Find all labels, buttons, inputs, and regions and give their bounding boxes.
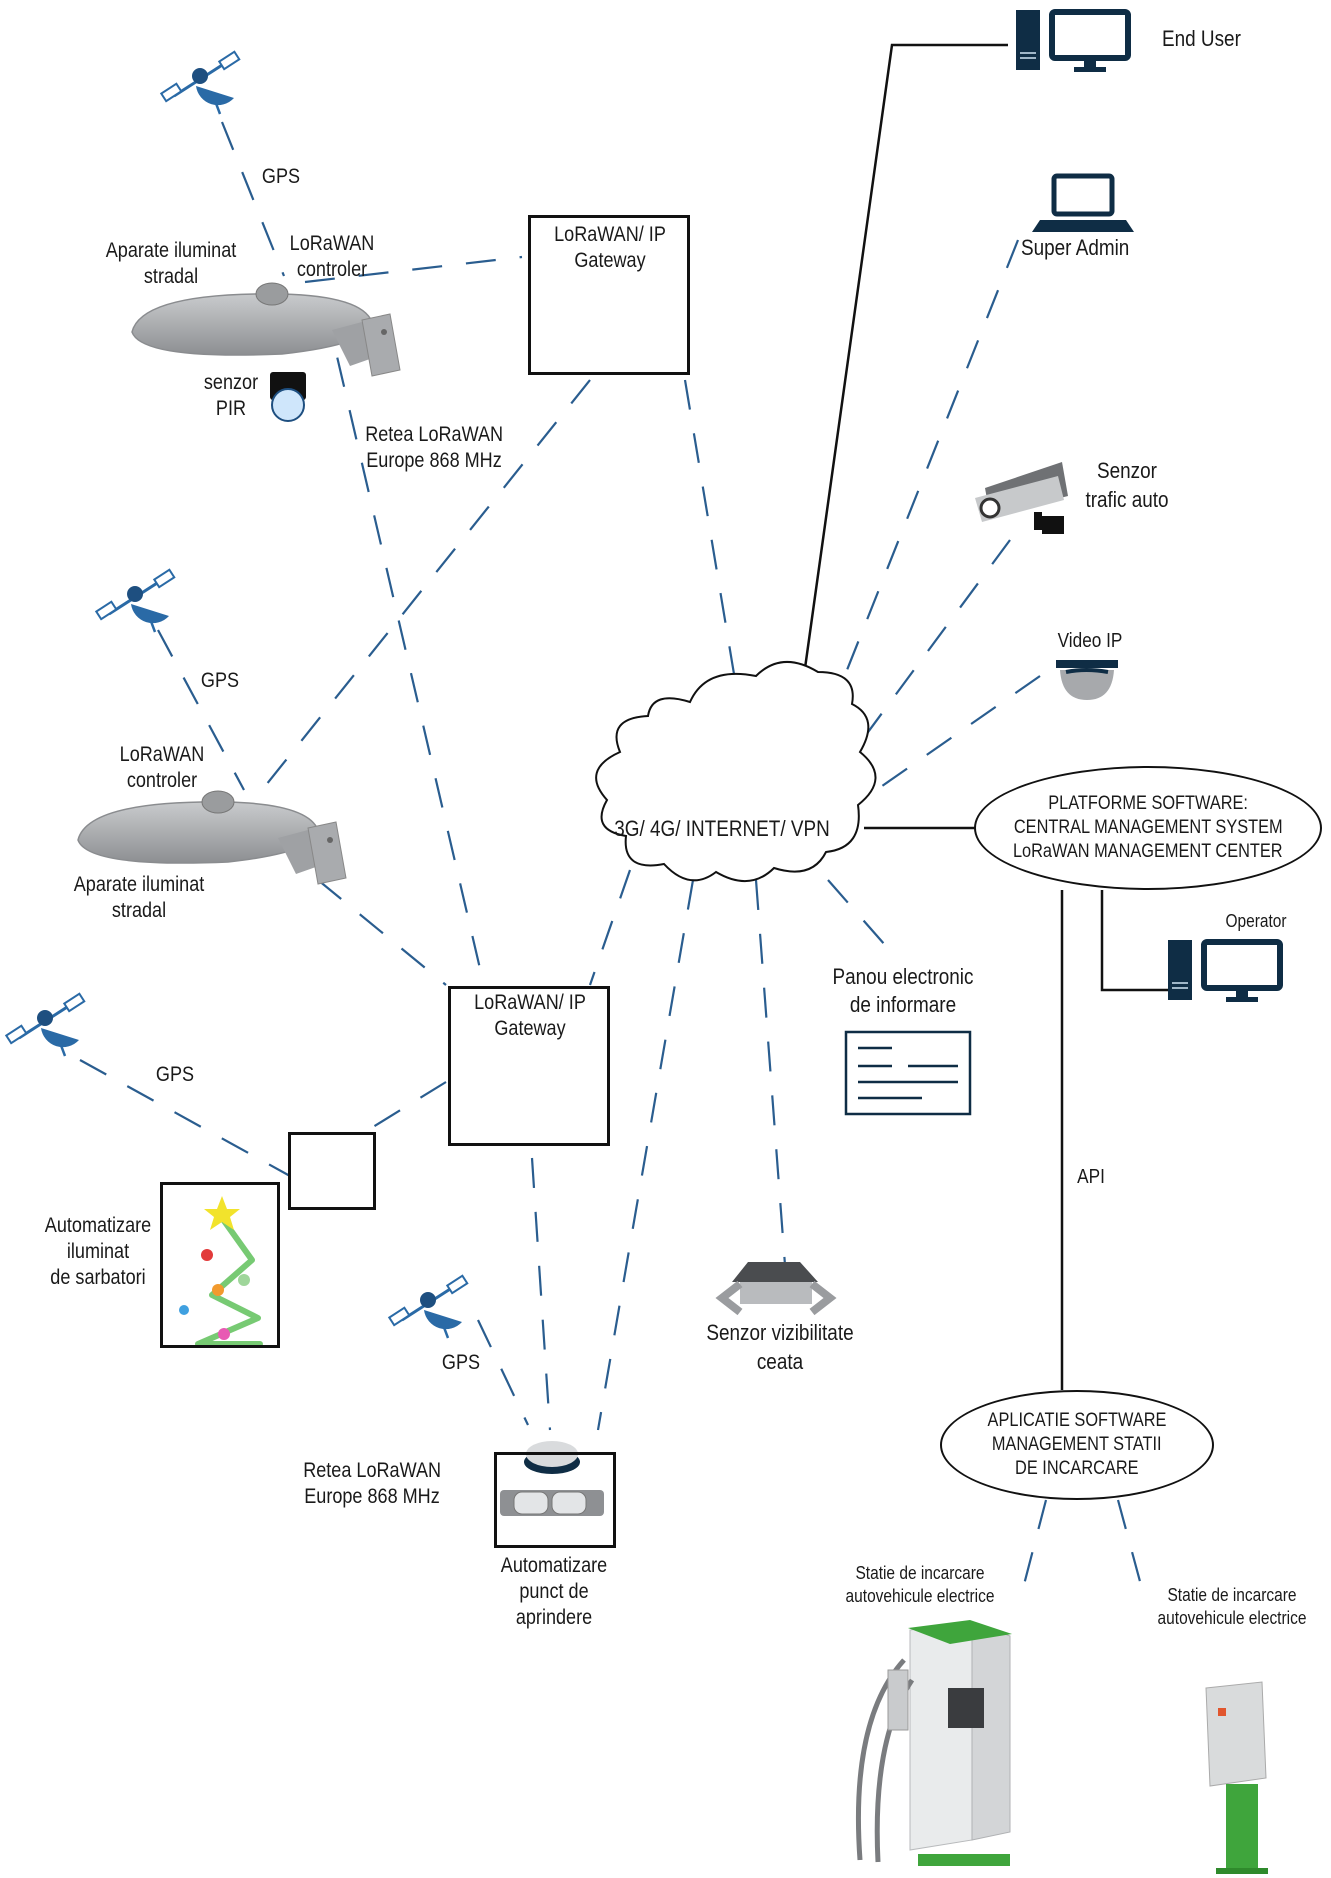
- gateway-bottom-box: [448, 986, 610, 1146]
- platform-line-1: PLATFORME SOFTWARE:: [1048, 793, 1248, 814]
- street-light-2-label-2: stradal: [111, 899, 167, 922]
- street-lamp-icon: [77, 790, 347, 885]
- gateway-top-label-1: LoRaWAN/ IP: [554, 223, 666, 246]
- station-1-label-2: autovehicule electrice: [845, 1586, 995, 1606]
- satellite-icon: [387, 1274, 469, 1340]
- gateway-top-label-2: Gateway: [574, 249, 646, 272]
- operator-label: Operator: [1225, 911, 1287, 931]
- satellite-icon: [94, 568, 176, 634]
- fog-sensor-label-2: ceata: [756, 1349, 804, 1374]
- end-user-computer-icon: [1016, 10, 1128, 72]
- street-light-2-label-1: Aparate iluminat: [73, 873, 205, 896]
- ignition-box: [494, 1452, 616, 1548]
- info-panel-icon: [844, 1030, 972, 1116]
- station-2-label-2: autovehicule electrice: [1157, 1608, 1307, 1628]
- ignition-label-3: aprindere: [515, 1606, 593, 1629]
- operator-computer-icon: [1168, 940, 1280, 1002]
- gateway-top-box: [528, 215, 690, 375]
- solid-links: [786, 43, 1168, 1390]
- controller-1-label-1: LoRaWAN: [289, 232, 375, 255]
- end-user-label: End User: [1162, 26, 1241, 51]
- gps-label-2: GPS: [200, 669, 240, 692]
- satellite-icon: [159, 50, 241, 116]
- gateway-bottom-label-2: Gateway: [494, 1017, 566, 1040]
- fog-sensor-icon: [715, 1262, 837, 1316]
- ignition-label-2: punct de: [519, 1580, 589, 1603]
- info-panel-label-2: de informare: [849, 992, 957, 1017]
- platform-line-3: LoRaWAN MANAGEMENT CENTER: [1013, 841, 1283, 862]
- network-1-label-2: Europe 868 MHz: [366, 449, 502, 472]
- info-panel-label-1: Panou electronic: [832, 964, 974, 989]
- laptop-icon: [1032, 173, 1134, 232]
- controller-1-label-2: controler: [296, 258, 368, 281]
- charging-app-line-2: MANAGEMENT STATII: [992, 1434, 1162, 1455]
- charging-app-line-3: DE INCARCARE: [1015, 1458, 1139, 1479]
- street-light-1-label-1: Aparate iluminat: [105, 239, 237, 262]
- holiday-label-1: Automatizare: [44, 1214, 152, 1237]
- gps-label-3: GPS: [155, 1063, 195, 1086]
- api-label: API: [1077, 1166, 1105, 1188]
- ignition-controller-icon: [500, 1441, 604, 1516]
- cloud-shape: [595, 660, 877, 883]
- holiday-tree-box: [160, 1182, 280, 1348]
- traffic-camera-icon: [975, 462, 1068, 534]
- charging-station-icon: [1205, 1681, 1268, 1874]
- pir-sensor-icon: [270, 372, 306, 422]
- station-1-label-1: Statie de incarcare: [855, 1563, 985, 1583]
- station-2-label-1: Statie de incarcare: [1167, 1585, 1297, 1605]
- gateway-bottom-label-1: LoRaWAN/ IP: [474, 991, 586, 1014]
- pir-label-2: PIR: [215, 397, 247, 420]
- traffic-sensor-label-2: trafic auto: [1085, 487, 1169, 512]
- gps-label-1: GPS: [261, 165, 301, 188]
- cloud-label: 3G/ 4G/ INTERNET/ VPN: [614, 816, 830, 841]
- platform-ellipse: PLATFORME SOFTWARE: CENTRAL MANAGEMENT S…: [974, 766, 1322, 890]
- super-admin-label: Super Admin: [1021, 235, 1130, 260]
- dome-camera-icon: [1056, 660, 1118, 700]
- holiday-label-2: iluminat: [66, 1240, 130, 1263]
- controller-2-label-1: LoRaWAN: [119, 743, 205, 766]
- traffic-sensor-label-1: Senzor: [1097, 458, 1157, 483]
- charging-app-ellipse: APLICATIE SOFTWARE MANAGEMENT STATII DE …: [940, 1390, 1214, 1500]
- gps-label-4: GPS: [441, 1351, 481, 1374]
- ignition-label-1: Automatizare: [500, 1554, 608, 1577]
- charging-app-line-1: APLICATIE SOFTWARE: [987, 1410, 1167, 1431]
- satellite-icon: [4, 992, 86, 1058]
- christmas-tree-icon: [179, 1196, 263, 1347]
- pir-label-1: senzor: [203, 371, 259, 394]
- street-light-1-label-2: stradal: [143, 265, 199, 288]
- platform-line-2: CENTRAL MANAGEMENT SYSTEM: [1013, 817, 1283, 838]
- street-lamp-icon: [131, 282, 401, 377]
- holiday-label-3: de sarbatori: [50, 1266, 146, 1289]
- fog-sensor-label-1: Senzor vizibilitate: [706, 1320, 854, 1345]
- network-1-label-1: Retea LoRaWAN: [365, 423, 504, 446]
- controller-2-label-2: controler: [126, 769, 198, 792]
- network-2-label-1: Retea LoRaWAN: [303, 1459, 442, 1482]
- video-ip-label: Video IP: [1057, 630, 1123, 652]
- holiday-controller-box: [288, 1132, 376, 1210]
- network-2-label-2: Europe 868 MHz: [304, 1485, 440, 1508]
- charging-station-icon: [855, 1620, 1012, 1866]
